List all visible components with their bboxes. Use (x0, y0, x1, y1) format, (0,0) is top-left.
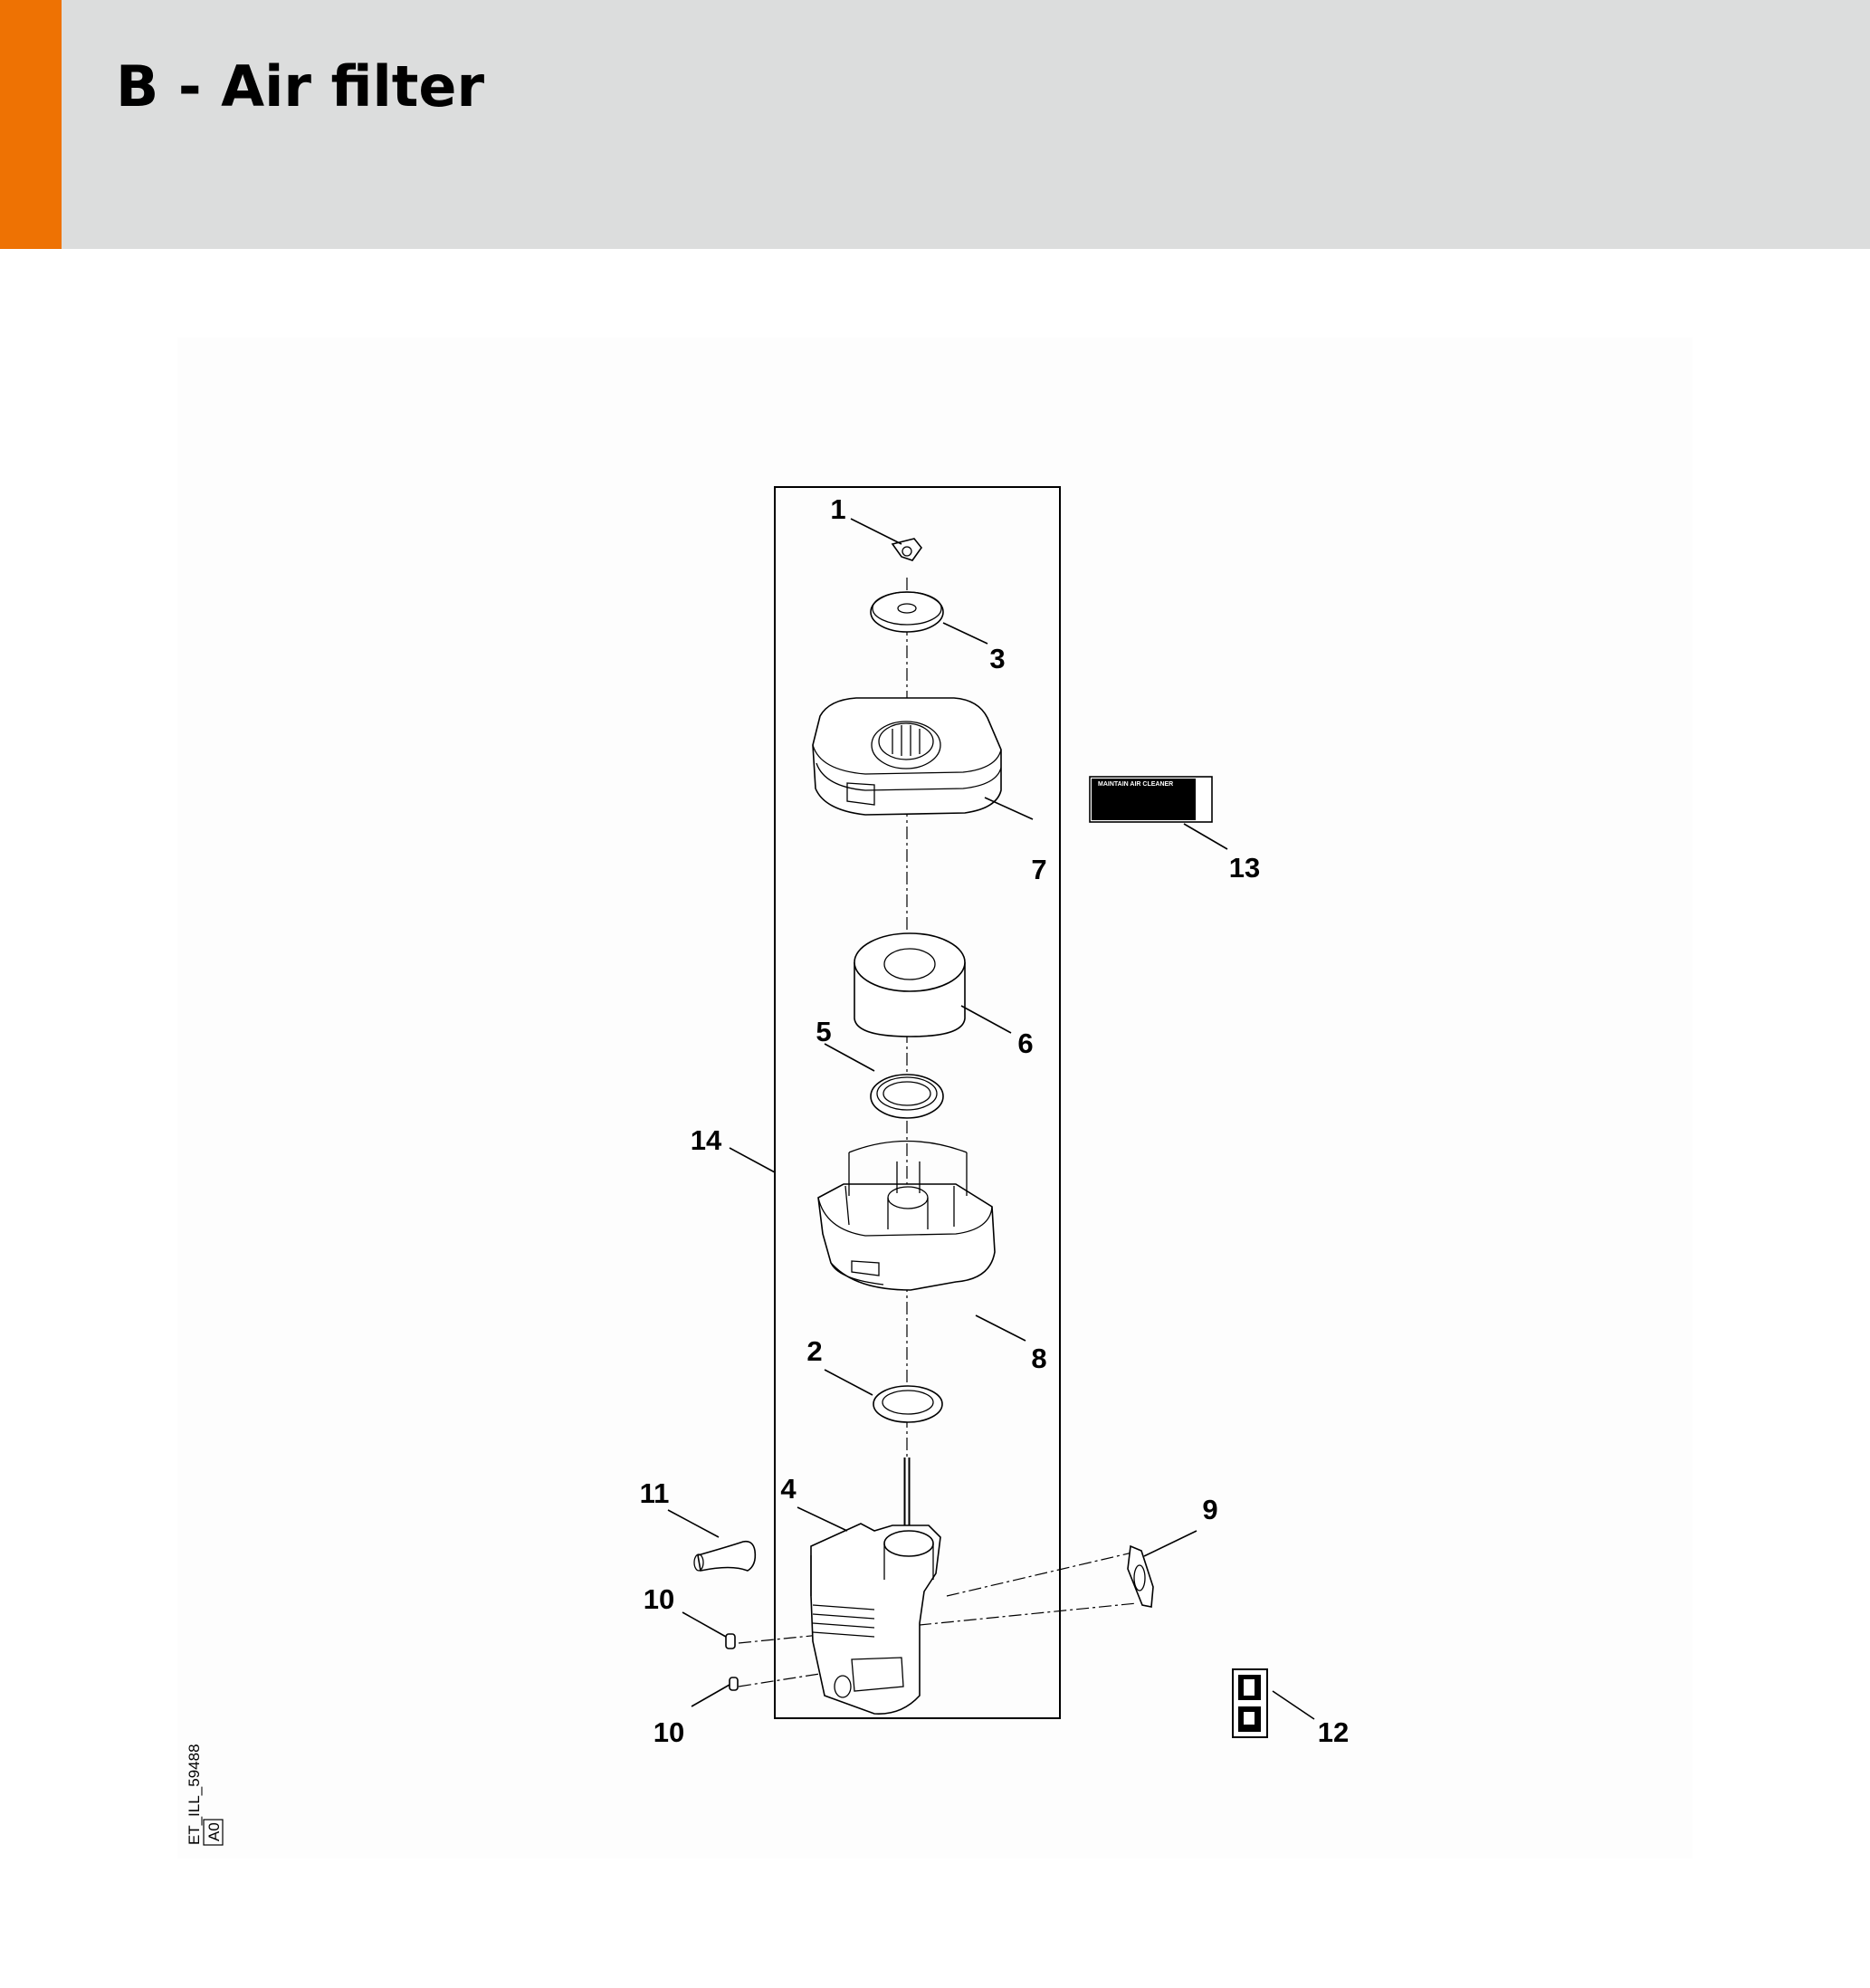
callout-4: 4 (780, 1473, 797, 1505)
leader-3 (942, 622, 988, 645)
grommet-lower-part (729, 1677, 739, 1691)
wing-nut-part (891, 538, 923, 561)
callout-5: 5 (816, 1016, 831, 1047)
callout-2: 2 (806, 1335, 822, 1367)
leader-14 (729, 1147, 776, 1173)
gasket-ring-part (870, 1074, 944, 1119)
callout-8: 8 (1031, 1343, 1046, 1374)
maintain-air-cleaner-label: MAINTAIN AIR CLEANER (1089, 776, 1213, 823)
callout-7: 7 (1031, 854, 1046, 885)
warning-label-part (1232, 1668, 1268, 1738)
o-ring-part (873, 1385, 943, 1423)
diagram-panel: MAINTAIN AIR CLEANER 1 3 7 13 6 5 14 8 2… (177, 338, 1693, 1859)
callout-10-upper: 10 (644, 1583, 674, 1615)
callout-1: 1 (830, 493, 845, 525)
filter-housing-part (810, 1458, 941, 1715)
gasket-axis-lower-1 (738, 1602, 1138, 1644)
leader-1 (850, 518, 902, 545)
leader-10-lower (691, 1684, 730, 1707)
label-13-text: MAINTAIN AIR CLEANER (1098, 781, 1173, 788)
leader-9 (1143, 1530, 1197, 1557)
leader-4 (797, 1506, 848, 1532)
leader-13 (1183, 823, 1228, 850)
foam-filter-part (854, 932, 966, 1037)
gasket-axis-lower-2 (738, 1669, 844, 1687)
leader-5 (824, 1043, 875, 1072)
callout-10-lower: 10 (654, 1716, 684, 1748)
leader-12 (1272, 1690, 1315, 1720)
leader-7 (984, 797, 1034, 820)
reference-box-frame (203, 1819, 224, 1846)
reference-box-text: A0 (205, 1822, 223, 1841)
page-title: B - Air filter (116, 53, 485, 119)
air-filter-exploded-diagram: MAINTAIN AIR CLEANER 1 3 7 13 6 5 14 8 2… (186, 486, 1349, 1846)
filter-cover-part (812, 697, 1002, 816)
assembly-frame (774, 486, 1061, 1719)
gasket-plate-part (1127, 1544, 1154, 1608)
callout-3: 3 (989, 643, 1005, 674)
leader-10-upper (682, 1611, 727, 1638)
callout-6: 6 (1017, 1027, 1033, 1059)
callout-14: 14 (691, 1124, 722, 1156)
callout-12: 12 (1318, 1716, 1349, 1748)
orange-accent-stripe (0, 0, 62, 249)
header-bar: B - Air filter (0, 0, 1870, 249)
callout-13: 13 (1229, 852, 1260, 884)
filter-base-part (817, 1140, 996, 1291)
elbow-hose-part (693, 1540, 757, 1572)
leader-6 (960, 1005, 1012, 1034)
washer-disc-part (870, 591, 944, 633)
callout-9: 9 (1202, 1494, 1217, 1525)
reference-code: ET_ILL_59488 (186, 1744, 203, 1845)
illustration-reference: ET_ILL_59488 A0 (186, 1744, 224, 1846)
leader-8 (975, 1314, 1026, 1342)
leader-2 (824, 1369, 873, 1396)
gasket-axis-upper (946, 1552, 1133, 1597)
callout-11: 11 (640, 1477, 670, 1509)
grommet-upper-part (725, 1633, 736, 1649)
leader-11 (667, 1509, 720, 1538)
